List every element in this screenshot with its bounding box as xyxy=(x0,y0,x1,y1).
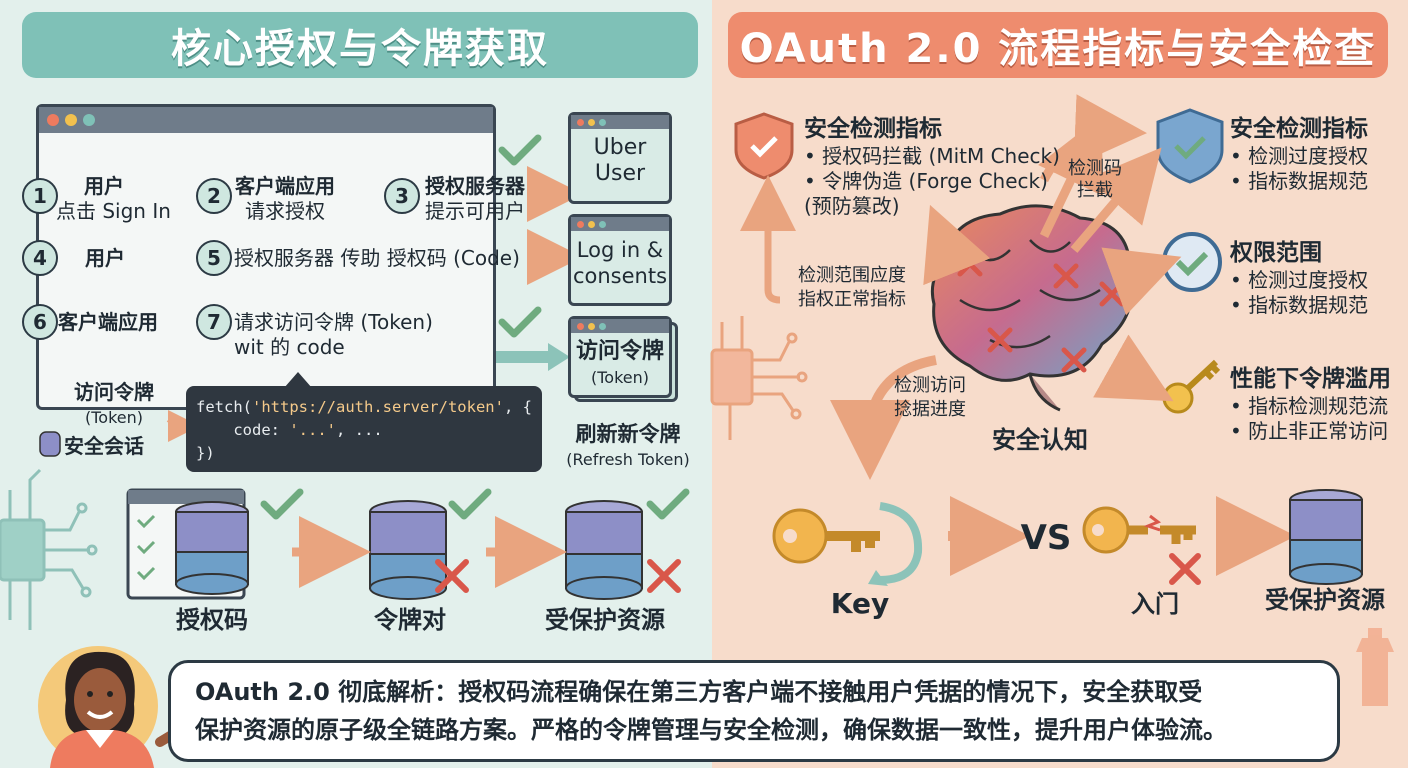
left-title: 核心授权与令牌获取 xyxy=(22,12,698,78)
entry-label: 入门 xyxy=(1131,590,1179,618)
window-titlebar xyxy=(39,107,493,133)
step-1-text: 用户点击 Sign In xyxy=(56,174,171,223)
detect-access-label: 检测访问捻据进度 xyxy=(894,375,966,420)
key-broken-icon xyxy=(1082,506,1201,585)
brain-label: 安全认知 xyxy=(992,426,1088,454)
summary-line-2: 保护资源的原子级全链路方案。严格的令牌管理与安全检测，确保数据一致性，提升用户体… xyxy=(195,716,1227,744)
key-left-icon xyxy=(772,502,923,586)
secure-session-label: 安全会话 xyxy=(64,434,144,458)
step-4-text: 用户 xyxy=(85,246,125,270)
step-number-1: 1 xyxy=(22,178,58,214)
access-token-label: 访问令牌 (Token) xyxy=(74,380,154,427)
step-7-text: 请求访问令牌 (Token)wit 的 code xyxy=(234,310,433,359)
refresh-token-label: 刷新新令牌 (Refresh Token) xyxy=(566,422,690,469)
perf-block: 性能下令牌滥用 • 指标检测规范流 • 防止非正常访问 xyxy=(1230,366,1391,443)
token-card: 访问令牌 (Token) xyxy=(568,316,672,398)
database-auth-code-icon xyxy=(126,488,249,600)
cross-icon xyxy=(435,559,681,593)
step-5-text: 授权服务器 传助 授权码 (Code) xyxy=(234,246,520,270)
step-number-7: 7 xyxy=(196,304,232,340)
flow-window xyxy=(36,104,496,410)
target-check-icon xyxy=(1162,232,1222,292)
code-pointer xyxy=(284,372,312,388)
presenter-avatar xyxy=(38,646,180,768)
database-right-icon xyxy=(1289,489,1363,585)
detect-scope-label: 检测范围应度指权正常指标 xyxy=(798,265,906,310)
detect-intercept-label: 检测码拦截 xyxy=(1068,158,1122,201)
database-token-pair-icon xyxy=(369,500,447,600)
shield-right-icon xyxy=(1156,108,1224,184)
step-6-text: 客户端应用 xyxy=(58,310,158,334)
circuit-left-icon xyxy=(0,468,98,630)
database-protected-icon xyxy=(565,500,643,600)
key-gold-icon xyxy=(1162,359,1221,414)
step-number-4: 4 xyxy=(22,240,58,276)
scope-block: 权限范围 • 检测过度授权 • 指标数据规范 xyxy=(1230,240,1369,317)
key-label: Key xyxy=(830,587,890,620)
protected-resource-label: 受保护资源 xyxy=(545,606,665,634)
token-pair-label: 令牌对 xyxy=(374,606,446,634)
summary-line-1: OAuth 2.0 彻底解析：授权码流程确保在第三方客户端不接触用户凭据的情况下… xyxy=(195,678,1203,706)
security-left-block: 安全检测指标 • 授权码拦截 (MitM Check) • 令牌伪造 (Forg… xyxy=(804,116,1060,218)
protected-resource-right-label: 受保护资源 xyxy=(1265,586,1385,614)
code-snippet: fetch('https://auth.server/token', { cod… xyxy=(186,386,542,472)
lighthouse-icon xyxy=(1356,628,1394,706)
check-icon xyxy=(498,134,542,166)
step-number-3: 3 xyxy=(384,178,420,214)
shield-left-icon xyxy=(734,112,794,180)
summary-bubble: OAuth 2.0 彻底解析：授权码流程确保在第三方客户端不接触用户凭据的情况下… xyxy=(168,660,1340,762)
auth-code-label: 授权码 xyxy=(176,606,248,634)
step-number-6: 6 xyxy=(22,304,58,340)
step-number-2: 2 xyxy=(196,178,232,214)
login-consents-card: Log in &consents xyxy=(568,214,672,306)
step-3-text: 授权服务器提示可用户 xyxy=(425,174,525,223)
right-title: OAuth 2.0 流程指标与安全检查 xyxy=(728,12,1388,78)
circuit-right-icon xyxy=(710,316,808,440)
step-number-5: 5 xyxy=(196,240,232,276)
step-2-text: 客户端应用请求授权 xyxy=(235,174,335,223)
vs-label: VS xyxy=(1020,518,1072,558)
security-right-block: 安全检测指标 • 检测过度授权 • 指标数据规范 xyxy=(1230,116,1369,193)
